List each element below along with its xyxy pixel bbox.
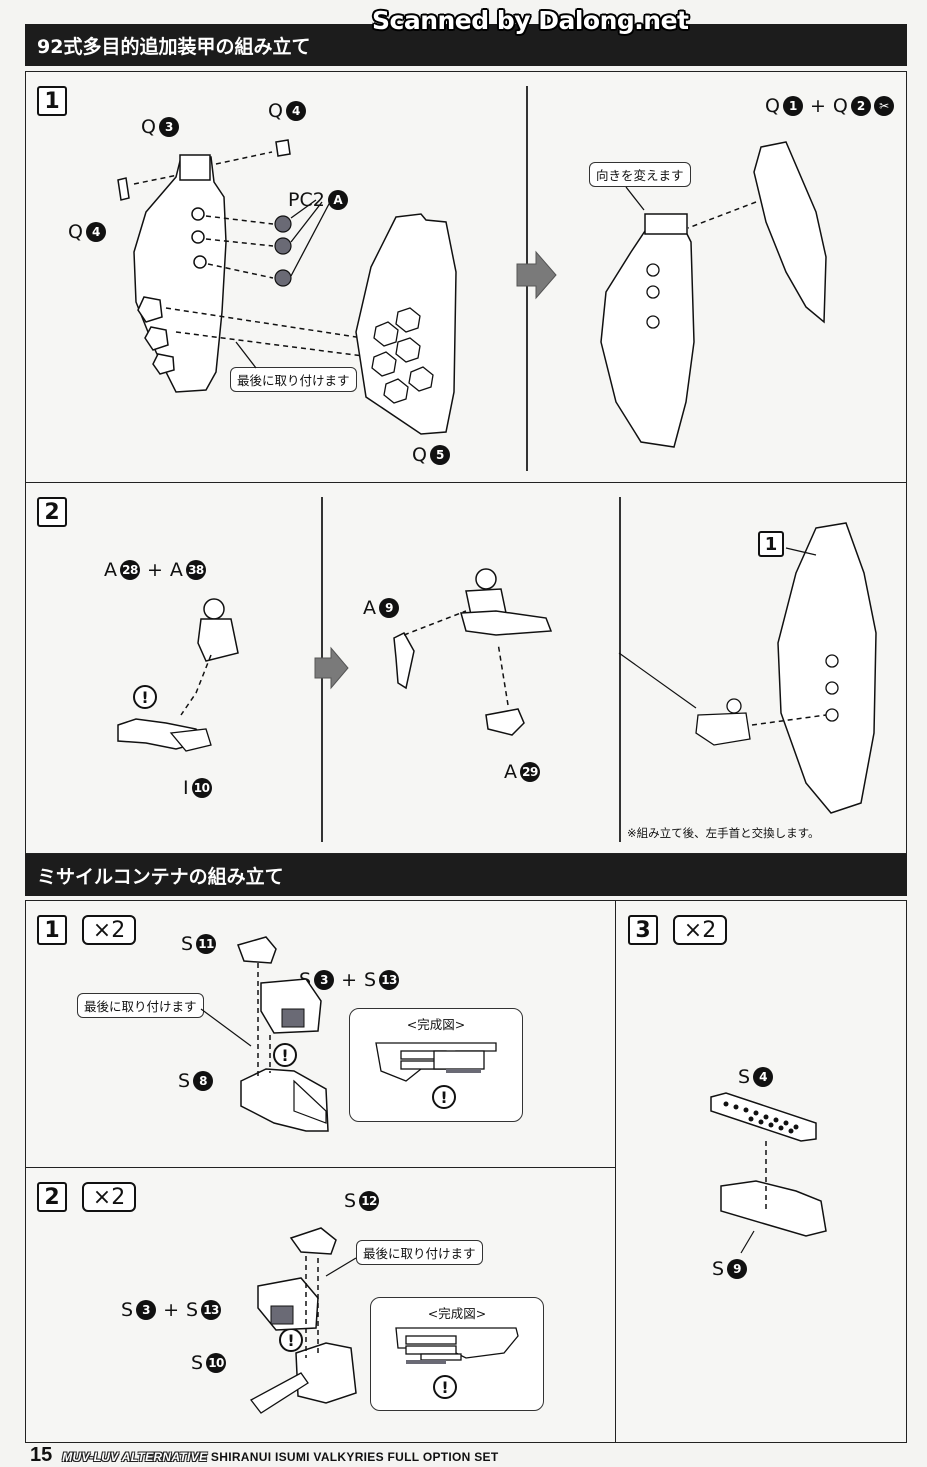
panel-divider <box>619 497 621 842</box>
reference-step-badge: 1 <box>758 531 784 557</box>
section-title-armor-assembly: 92式多目的追加装甲の組み立て <box>25 24 907 66</box>
page-number: 15 <box>30 1444 53 1466</box>
note-change-direction: 向きを変えます <box>589 162 691 187</box>
quantity-multiplier-badge: ×2 <box>82 1182 136 1212</box>
note-attach-last: 最後に取り付けます <box>230 367 357 392</box>
armor-parts-illustration <box>117 139 827 448</box>
step-number-badge: 1 <box>37 915 67 945</box>
caution-icon: ! <box>433 1375 457 1399</box>
step-number-badge: 3 <box>628 915 658 945</box>
caution-icon: ! <box>432 1085 456 1109</box>
caution-icon: ! <box>133 685 157 709</box>
series-name: MUV-LUV ALTERNATIVE <box>62 1450 208 1464</box>
hand-assembly-illustration <box>117 522 877 814</box>
glue-icon: ✂ <box>873 96 894 116</box>
step-number-badge: 1 <box>37 86 67 116</box>
section-title-missile-container: ミサイルコンテナの組み立て <box>25 854 907 896</box>
missile-step1-illustration <box>200 936 497 1132</box>
page-footer: 15 MUV-LUV ALTERNATIVE SHIRANUI ISUMI VA… <box>30 1444 499 1467</box>
step-number-badge: 2 <box>37 1182 67 1212</box>
quantity-multiplier-badge: ×2 <box>82 915 136 945</box>
missile-step3-illustration <box>710 1092 827 1254</box>
missile-step2-illustration <box>250 1227 519 1414</box>
note-attach-last: 最後に取り付けます <box>77 993 204 1018</box>
note-attach-last: 最後に取り付けます <box>356 1240 483 1265</box>
caution-icon: ! <box>273 1043 297 1067</box>
product-name: SHIRANUI ISUMI VALKYRIES FULL OPTION SET <box>210 1450 499 1464</box>
step-number-badge: 2 <box>37 497 67 527</box>
completed-view-title: <完成図> <box>406 1017 466 1032</box>
missile-step1-panel: 1 ×2 S11 S3 + S13 S8 最後に取り付けます ! <完成図> ! <box>25 900 616 1168</box>
footnote-swap-wrist: ※組み立て後、左手首と交換します。 <box>627 826 820 840</box>
product-title: MUV-LUV ALTERNATIVE SHIRANUI ISUMI VALKY… <box>62 1450 498 1464</box>
quantity-multiplier-badge: ×2 <box>673 915 727 945</box>
part-label-s3-s13: S3 + S13 <box>299 969 400 991</box>
completed-view-title: <完成図> <box>427 1306 487 1321</box>
scanner-watermark: Scanned by Dalong.net <box>372 6 689 35</box>
